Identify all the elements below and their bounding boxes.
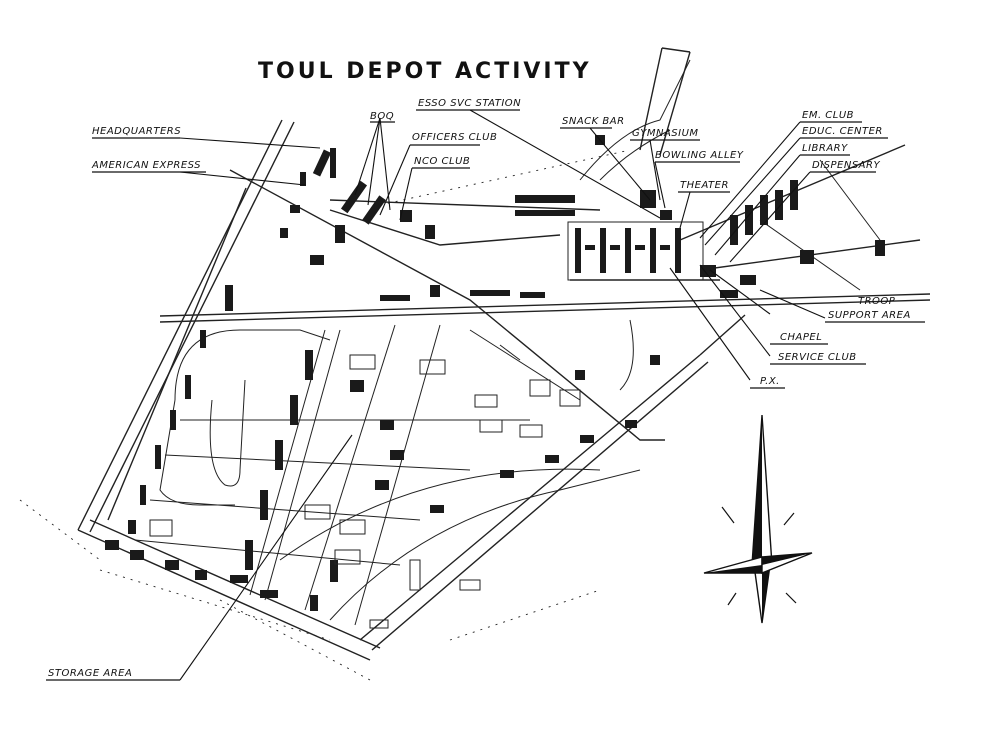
label-support-area: SUPPORT AREA: [828, 310, 911, 321]
compass-rose-icon: [703, 414, 813, 624]
label-snack-bar: SNACK BAR: [562, 116, 625, 127]
label-em-club: EM. CLUB: [802, 110, 854, 121]
label-nco-club: NCO CLUB: [414, 156, 470, 167]
label-chapel: CHAPEL: [780, 332, 822, 343]
leader-lines: [179, 109, 826, 681]
label-officers-club: OFFICERS CLUB: [412, 132, 497, 143]
buildings: [105, 135, 885, 629]
label-dispensary: DISPENSARY: [812, 160, 880, 171]
label-american-express: AMERICAN EXPRESS: [91, 160, 201, 171]
label-headquarters: HEADQUARTERS: [92, 126, 181, 137]
road-network: [19, 47, 931, 681]
label-gymnasium: GYMNASIUM: [632, 128, 699, 139]
label-theater: THEATER: [680, 180, 729, 191]
label-service-club: SERVICE CLUB: [778, 352, 857, 363]
map-labels: HEADQUARTERS AMERICAN EXPRESS BOQ OFFICE…: [46, 98, 925, 681]
label-storage-area: STORAGE AREA: [48, 668, 132, 679]
map-title: TOUL DEPOT ACTIVITY: [258, 59, 592, 84]
label-library: LIBRARY: [802, 143, 848, 154]
label-troop: TROOP: [858, 296, 896, 307]
label-esso-svc-station: ESSO SVC STATION: [418, 98, 521, 109]
label-boq: BOQ: [370, 111, 394, 122]
label-bowling-alley: BOWLING ALLEY: [655, 150, 744, 161]
label-educ-center: EDUC. CENTER: [802, 126, 883, 137]
label-px: P.X.: [760, 376, 780, 387]
